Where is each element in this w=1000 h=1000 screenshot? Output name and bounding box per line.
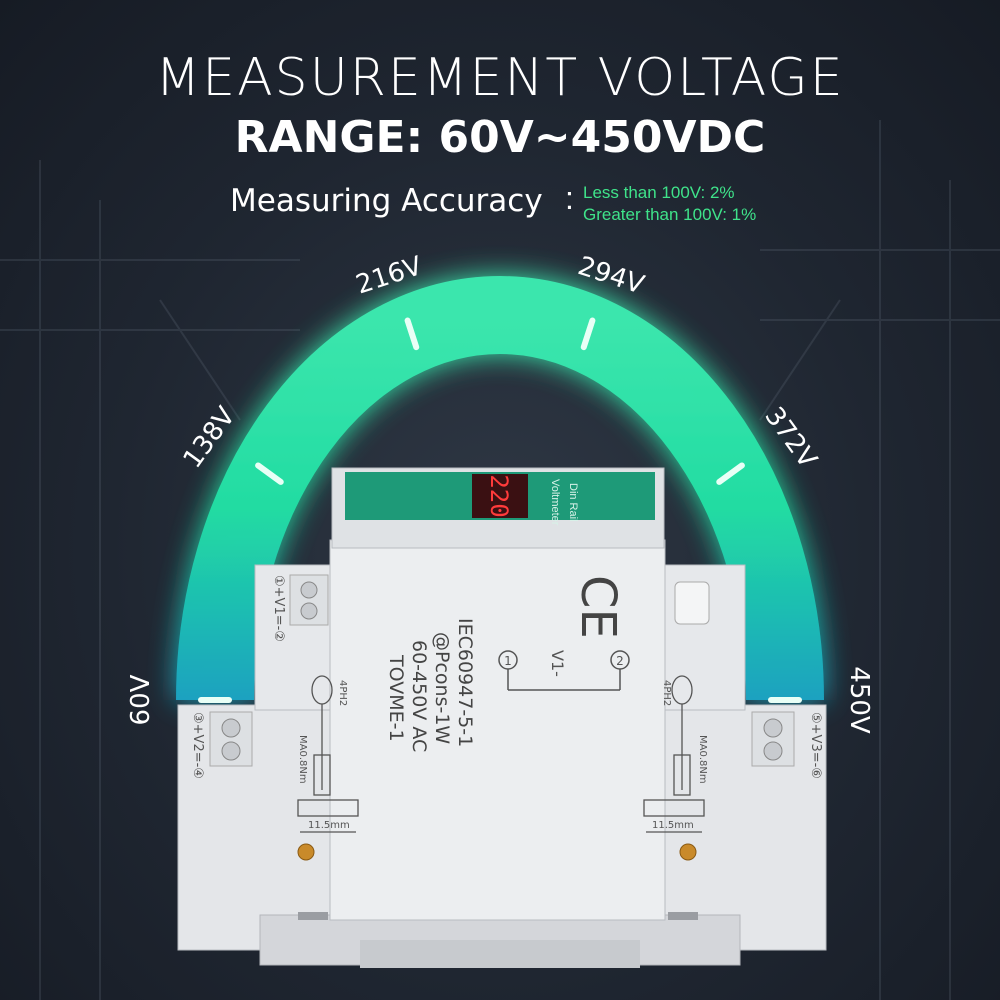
- led-display: [472, 474, 528, 518]
- terminal-label-bottom-right: ⑤+V3=-⑥: [808, 712, 823, 779]
- gauge-tick-216v: [404, 317, 420, 351]
- gauge-tick-372v: [716, 462, 745, 485]
- svg-text:1: 1: [504, 654, 512, 668]
- accuracy-colon: :: [565, 180, 574, 216]
- strip-length-right: 11.5mm: [652, 820, 694, 831]
- torque-left: MA0.8Nm: [297, 735, 308, 784]
- led-display-value: 220: [485, 474, 513, 517]
- status-led-right: [679, 843, 697, 861]
- accuracy-line-high: Greater than 100V: 1%: [583, 205, 757, 224]
- status-led-left: [297, 843, 315, 861]
- gauge-label-450v: 450V: [844, 666, 874, 734]
- terminal-circle-2: [610, 650, 630, 670]
- screw-type-right: 4PH2: [661, 680, 672, 706]
- headline-range: RANGE: 60V~450VDC: [234, 112, 766, 163]
- model-text: TOVME-1: [385, 654, 407, 742]
- power-text: @Pcons-1W: [431, 632, 453, 744]
- torque-right: MA0.8Nm: [697, 735, 708, 784]
- range-text: 60-450V AC: [408, 640, 430, 752]
- device-front-face: [329, 539, 666, 921]
- standard-text: IEC60947-5-1: [454, 618, 476, 747]
- ce-mark: CE: [570, 575, 626, 639]
- screwdriver-diagram-left: [297, 675, 359, 833]
- terminal-label-bottom-left: ③+V2=-④: [190, 712, 205, 779]
- accuracy-label: Measuring Accuracy: [230, 183, 543, 219]
- gauge-tick-294v: [580, 317, 596, 351]
- gauge-tick-138v: [255, 462, 284, 485]
- top-label-1: Din Rail: [567, 483, 579, 522]
- circuit-label: V1-: [548, 650, 567, 677]
- svg-text:2: 2: [616, 654, 624, 668]
- terminal-label-top-left: ①+V1=-②: [271, 575, 286, 642]
- accuracy-line-low: Less than 100V: 2%: [583, 183, 735, 202]
- gauge-arc: [176, 276, 824, 701]
- screw-type-left: 4PH2: [337, 680, 348, 706]
- device-spec-text: TOVME-1 60-450V AC @Pcons-1W IEC60947-5-…: [385, 618, 476, 752]
- gauge-label-60v: 60V: [126, 674, 156, 725]
- terminal-block-bottom-left: [209, 711, 253, 767]
- screwdriver-diagram-right: [643, 675, 705, 833]
- top-label-2: Voltmeter: [549, 479, 561, 526]
- right-shoulder-slot: [674, 581, 710, 625]
- terminal-block-bottom-right: [751, 711, 795, 767]
- strip-length-left: 11.5mm: [308, 820, 350, 831]
- terminal-block-top-left: [289, 574, 329, 626]
- headline-title: MEASUREMENT VOLTAGE: [155, 48, 845, 108]
